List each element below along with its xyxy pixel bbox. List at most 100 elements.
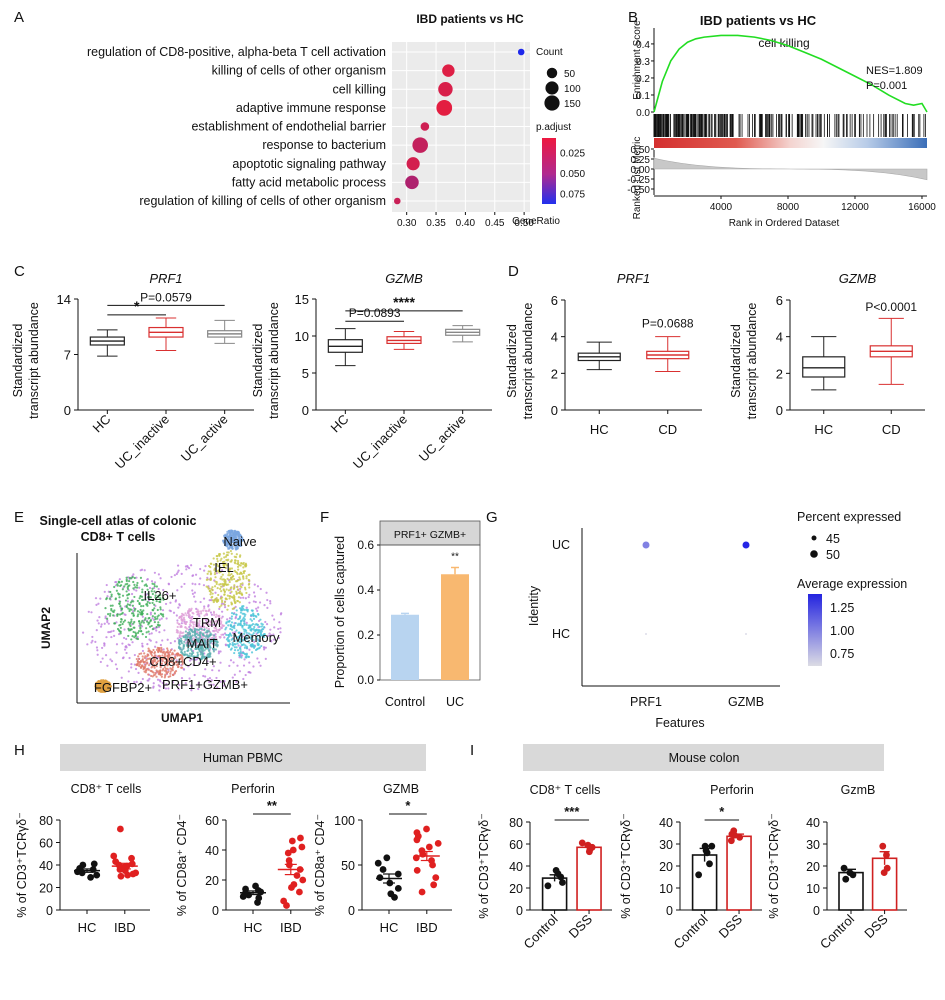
panel-e-cell-point (139, 613, 142, 616)
panel-e-cluster-label: TRM (193, 615, 221, 630)
panel-e-cell-point (263, 633, 266, 636)
panel-e-cell-point (118, 596, 121, 599)
panel-e-cell-point (220, 599, 224, 602)
panel-e-cell-point (206, 660, 209, 663)
panel-e-cell-point (222, 578, 226, 581)
panel-e-cell-point (154, 596, 157, 599)
panel-e-cell-point (160, 648, 163, 651)
panel-e-cell-point (190, 628, 193, 632)
panel-e-cell-point (255, 607, 258, 610)
panel-h-subplot-1-ytick-label: 20 (39, 882, 53, 896)
panel-e-cell-point (153, 652, 156, 655)
panel-e-cell-point (204, 643, 207, 646)
panel-e-cell-point (237, 530, 240, 534)
panel-e-cell-point (229, 560, 232, 563)
panel-i-subplot-1-ylabel: % of CD3⁺TCRγδ⁻ (477, 813, 491, 919)
panel-e-cell-point (260, 630, 263, 633)
panel-e-cell-point (213, 599, 216, 602)
panel-e-cell-point (253, 583, 256, 586)
panel-h-subplot-1-data-point (93, 871, 101, 879)
panel-e-cell-point (151, 592, 154, 596)
panel-e-cell-point (236, 599, 239, 603)
panel-e-cell-point (132, 612, 135, 615)
panel-e-cell-point (209, 652, 212, 655)
panel-e-cell-point (195, 628, 198, 631)
panel-e-cell-point (248, 671, 251, 674)
panel-e-cell-point (150, 652, 153, 656)
panel-e-cell-point (189, 621, 192, 624)
panel-e-cell-point (103, 622, 106, 625)
panel-a-xtick-label: 0.40 (456, 218, 476, 229)
panel-e-cell-point (193, 591, 196, 594)
panel-e-cell-point (247, 595, 250, 599)
panel-e-cell-point (212, 611, 216, 614)
panel-e-cell-point (206, 643, 209, 646)
panel-e-cell-point (94, 597, 98, 600)
panel-e-cell-point (142, 604, 145, 608)
panel-e-cell-point (222, 552, 225, 555)
panel-e-cell-point (243, 618, 246, 621)
panel-e-cell-point (181, 661, 185, 664)
panel-e-cell-point (203, 607, 206, 610)
panel-e-cell-point (156, 670, 159, 673)
panel-e-cell-point (191, 589, 194, 592)
panel-e-cell-point (272, 638, 275, 641)
panel-i-subplot-2-bar (726, 835, 752, 911)
panel-e-cell-point (247, 632, 250, 635)
panel-e-cell-point (235, 538, 238, 541)
panel-e-cell-point (101, 646, 104, 650)
panel-e-title-line1: Single-cell atlas of colonic (40, 514, 197, 528)
panel-e-cell-point (241, 624, 244, 628)
panel-e-cell-point (187, 665, 190, 668)
panel-e-cell-point (180, 619, 183, 622)
panel-e-cell-point (186, 631, 190, 634)
panel-e-cell-point (227, 558, 230, 561)
panel-e-cell-point (250, 651, 254, 654)
panel-i-subplot-2-significance: * (719, 804, 725, 819)
panel-e-cell-point (176, 631, 180, 634)
panel-e-cell-point (226, 618, 229, 621)
panel-d-gzmb-box (802, 356, 846, 378)
panel-e-cell-point (198, 614, 201, 618)
panel-e-cell-point (147, 599, 150, 602)
panel-e-cell-point (142, 667, 145, 670)
panel-e-cell-point (234, 562, 237, 565)
panel-e-cell-point (120, 618, 123, 621)
panel-e-cell-point (227, 635, 231, 638)
panel-e-cell-point (134, 586, 137, 589)
panel-e-cell-point (172, 673, 175, 677)
panel-c-prf1-ylabel-line2: transcript abundance (27, 302, 41, 419)
panel-a-category-label: regulation of killing of cells of other … (139, 194, 386, 208)
panel-e-cell-point (262, 646, 266, 649)
panel-e-cell-point (253, 595, 257, 598)
panel-e-cell-point (209, 578, 213, 581)
panel-e-cell-point (151, 617, 154, 620)
panel-e-cell-point (131, 575, 134, 579)
panel-e-cell-point (96, 649, 99, 652)
panel-e-cell-point (233, 673, 236, 676)
panel-e-cell-point (237, 651, 241, 655)
panel-e-cell-point (221, 615, 224, 618)
panel-e-cell-point (216, 686, 219, 689)
panel-e-cell-point (163, 661, 167, 664)
panel-e-cell-point (166, 651, 170, 654)
panel-e-cell-point (192, 623, 195, 626)
panel-e-cell-point (226, 541, 229, 544)
panel-e-cell-point (138, 663, 142, 666)
panel-e-cell-point (228, 617, 232, 620)
panel-e-cell-point (159, 600, 162, 604)
panel-e-cell-point (118, 624, 121, 627)
panel-e-cell-point (184, 630, 187, 633)
panel-e-cell-point (148, 601, 151, 605)
panel-e-cell-point (224, 643, 227, 646)
panel-e-cell-point (176, 564, 180, 567)
panel-e-cell-point (259, 634, 262, 637)
panel-e-cell-point (239, 615, 242, 618)
panel-h-subplot-3-data-point (413, 867, 421, 874)
panel-h-subplot-2-data-point (293, 872, 301, 879)
panel-e-cell-point (232, 612, 235, 616)
panel-e-cell-point (221, 561, 225, 564)
panel-e-cell-point (258, 646, 261, 649)
panel-e-cell-point (233, 559, 237, 562)
panel-e-cell-point (128, 603, 131, 606)
